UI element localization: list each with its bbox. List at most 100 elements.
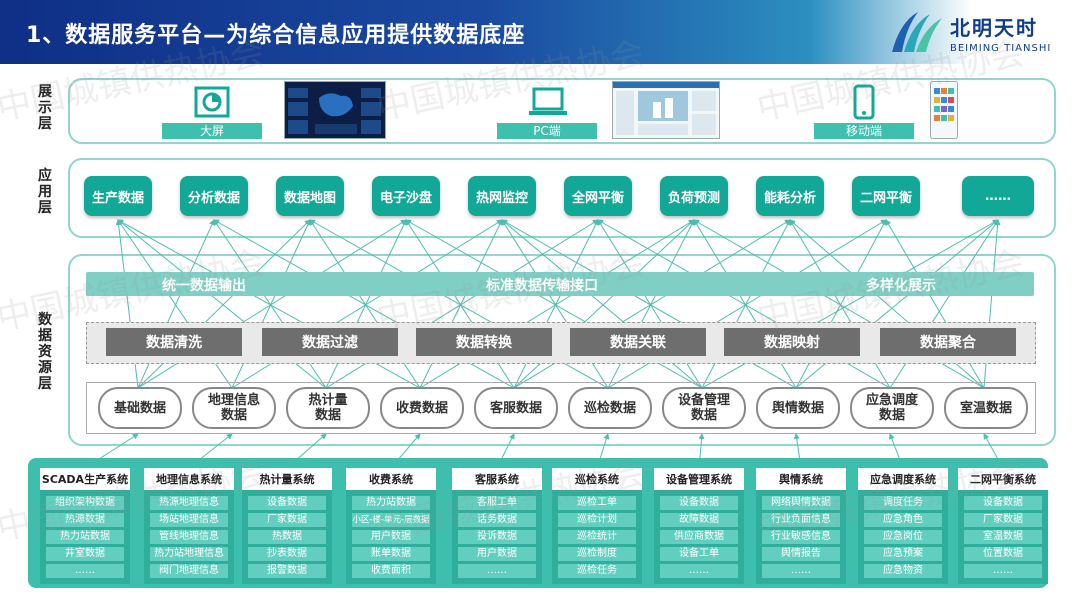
layer-label-resource: 数据资源层 — [38, 312, 52, 392]
source-item: 场站地理信息 — [150, 513, 228, 527]
bar-label-standard-interface: 标准数据传输接口 — [486, 278, 598, 294]
display-label-mobile: 移动端 — [814, 123, 914, 139]
app-button-0[interactable]: 生产数据 — [84, 176, 152, 216]
brand-name-en: BEIMING TIANSHI — [950, 43, 1052, 54]
mobile-preview — [930, 81, 958, 139]
brand-name: 北明天时 — [950, 16, 1038, 40]
resource-pill-1: 地理信息数据 — [192, 387, 276, 429]
mobile-icon — [853, 84, 875, 120]
source-item: 行业敏感信息 — [762, 530, 840, 544]
resource-pill-9: 室温数据 — [944, 387, 1028, 429]
bar-label-unified-output: 统一数据输出 — [162, 278, 246, 294]
source-item: 热数据 — [248, 530, 326, 544]
source-item: 热源地理信息 — [150, 496, 228, 510]
source-item: 舆情报告 — [762, 547, 840, 561]
source-item: …… — [46, 564, 124, 578]
source-item: 管线地理信息 — [150, 530, 228, 544]
resource-pill-7: 舆情数据 — [756, 387, 840, 429]
source-item: 组织架构数据 — [46, 496, 124, 510]
source-item: 巡检统计 — [558, 530, 636, 544]
source-item: 设备数据 — [964, 496, 1042, 510]
source-item: 话务数据 — [458, 513, 536, 527]
app-button-3[interactable]: 电子沙盘 — [372, 176, 440, 216]
source-item: 热力站数据 — [46, 530, 124, 544]
beiming-logo-icon — [892, 12, 942, 52]
source-system-0: SCADA生产系统组织架构数据热源数据热力站数据井室数据…… — [40, 468, 130, 584]
chart-icon — [194, 86, 230, 118]
source-item: 设备数据 — [248, 496, 326, 510]
pc-preview — [612, 81, 720, 139]
source-item: 应急物资 — [864, 564, 942, 578]
source-item: 巡检计划 — [558, 513, 636, 527]
source-item: 供应商数据 — [660, 530, 738, 544]
app-button-5[interactable]: 全网平衡 — [564, 176, 632, 216]
process-step-5: 数据聚合 — [880, 328, 1016, 356]
source-item: 巡检工单 — [558, 496, 636, 510]
process-step-3: 数据关联 — [570, 328, 706, 356]
process-step-0: 数据清洗 — [106, 328, 242, 356]
layer-label-display: 展示层 — [38, 84, 52, 132]
resource-pill-5: 巡检数据 — [568, 387, 652, 429]
source-item: 室温数据 — [964, 530, 1042, 544]
app-button-8[interactable]: 二网平衡 — [852, 176, 920, 216]
process-step-2: 数据转换 — [416, 328, 552, 356]
source-system-2: 热计量系统设备数据厂家数据热数据抄表数据报警数据 — [242, 468, 332, 584]
source-title: 设备管理系统 — [654, 468, 744, 490]
layer-label-application: 应用层 — [38, 168, 52, 216]
bigscreen-preview — [284, 81, 386, 139]
processing-box — [86, 322, 1036, 364]
source-item: 行业负面信息 — [762, 513, 840, 527]
app-button-6[interactable]: 负荷预测 — [660, 176, 728, 216]
source-item: …… — [458, 564, 536, 578]
source-item: 巡检任务 — [558, 564, 636, 578]
resource-pill-3: 收费数据 — [380, 387, 464, 429]
display-label-screen: 大屏 — [162, 123, 262, 139]
app-button-2[interactable]: 数据地图 — [276, 176, 344, 216]
source-item: 厂家数据 — [964, 513, 1042, 527]
source-item: 用户数据 — [352, 530, 430, 544]
source-title: 热计量系统 — [242, 468, 332, 490]
source-item: 报警数据 — [248, 564, 326, 578]
source-item: 投诉数据 — [458, 530, 536, 544]
source-item: 客服工单 — [458, 496, 536, 510]
source-item: 应急预案 — [864, 547, 942, 561]
source-title: SCADA生产系统 — [40, 468, 130, 490]
app-button-1[interactable]: 分析数据 — [180, 176, 248, 216]
source-system-1: 地理信息系统热源地理信息场站地理信息管线地理信息热力站地理信息阀门地理信息 — [144, 468, 234, 584]
source-system-9: 二网平衡系统设备数据厂家数据室温数据位置数据…… — [958, 468, 1048, 584]
source-item: 应急角色 — [864, 513, 942, 527]
source-item: 设备数据 — [660, 496, 738, 510]
source-item: 巡检制度 — [558, 547, 636, 561]
source-item: 热力站数据 — [352, 496, 430, 510]
resource-pill-0: 基础数据 — [98, 387, 182, 429]
source-item: 厂家数据 — [248, 513, 326, 527]
resource-pill-4: 客服数据 — [474, 387, 558, 429]
source-item: 调度任务 — [864, 496, 942, 510]
display-label-pc: PC端 — [497, 123, 597, 139]
source-item: …… — [964, 564, 1042, 578]
source-title: 地理信息系统 — [144, 468, 234, 490]
bar-label-diverse-display: 多样化展示 — [866, 278, 936, 294]
source-title: 应急调度系统 — [858, 468, 948, 490]
source-item: 收费面积 — [352, 564, 430, 578]
brand-block: 北明天时 BEIMING TIANSHI — [950, 12, 1051, 54]
source-system-8: 应急调度系统调度任务应急角色应急岗位应急预案应急物资 — [858, 468, 948, 584]
source-system-4: 客服系统客服工单话务数据投诉数据用户数据…… — [452, 468, 542, 584]
source-system-3: 收费系统热力站数据小区-楼-单元-层数据用户数据账单数据收费面积 — [346, 468, 436, 584]
source-item: 网络舆情数据 — [762, 496, 840, 510]
resource-pill-2: 热计量数据 — [286, 387, 370, 429]
source-item: 抄表数据 — [248, 547, 326, 561]
source-system-7: 舆情系统网络舆情数据行业负面信息行业敏感信息舆情报告 …… — [756, 468, 846, 584]
app-button-7[interactable]: 能耗分析 — [756, 176, 824, 216]
app-button-9[interactable]: …… — [962, 176, 1034, 216]
page-title: 1、数据服务平台—为综合信息应用提供数据底座 — [26, 23, 526, 48]
source-item: 应急岗位 — [864, 530, 942, 544]
source-title: 舆情系统 — [756, 468, 846, 490]
source-title: 客服系统 — [452, 468, 542, 490]
app-button-4[interactable]: 热网监控 — [468, 176, 536, 216]
source-item: …… — [762, 564, 840, 578]
unified-output-bar: 统一数据输出 标准数据传输接口 多样化展示 — [86, 272, 1034, 296]
resource-box — [86, 382, 1036, 434]
source-item: 设备工单 — [660, 547, 738, 561]
source-item: 故障数据 — [660, 513, 738, 527]
